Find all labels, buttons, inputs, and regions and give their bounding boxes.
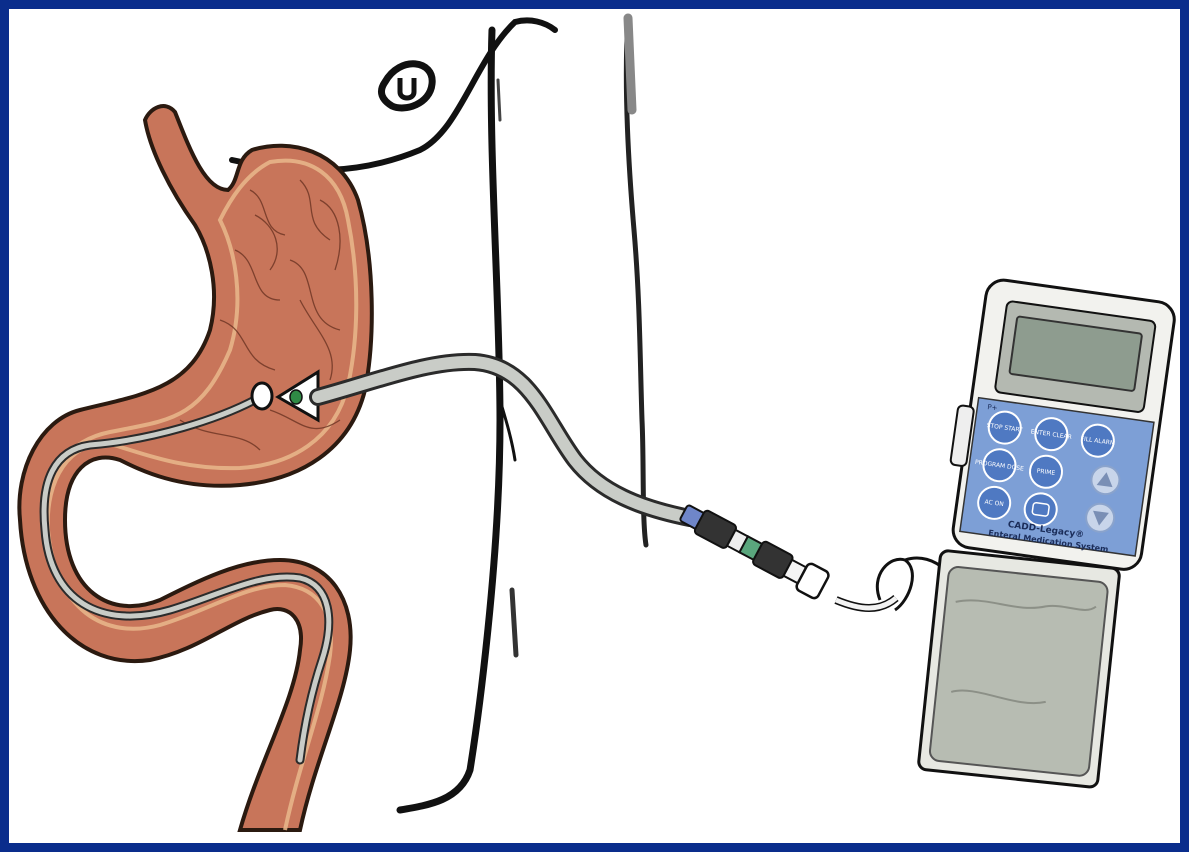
medication-reservoir: [918, 550, 1120, 788]
tube-connectors: [677, 499, 945, 610]
pump-keypad: STOP START ENTER CLEAR FILL ALARM PROGRA…: [965, 402, 1128, 554]
feeding-tube-external: [318, 362, 690, 518]
stomach: [19, 106, 371, 830]
navel-icon: [381, 64, 432, 108]
infusion-pump: STOP START ENTER CLEAR FILL ALARM PROGRA…: [918, 276, 1177, 788]
pump-corner-mark: P+: [987, 403, 998, 412]
